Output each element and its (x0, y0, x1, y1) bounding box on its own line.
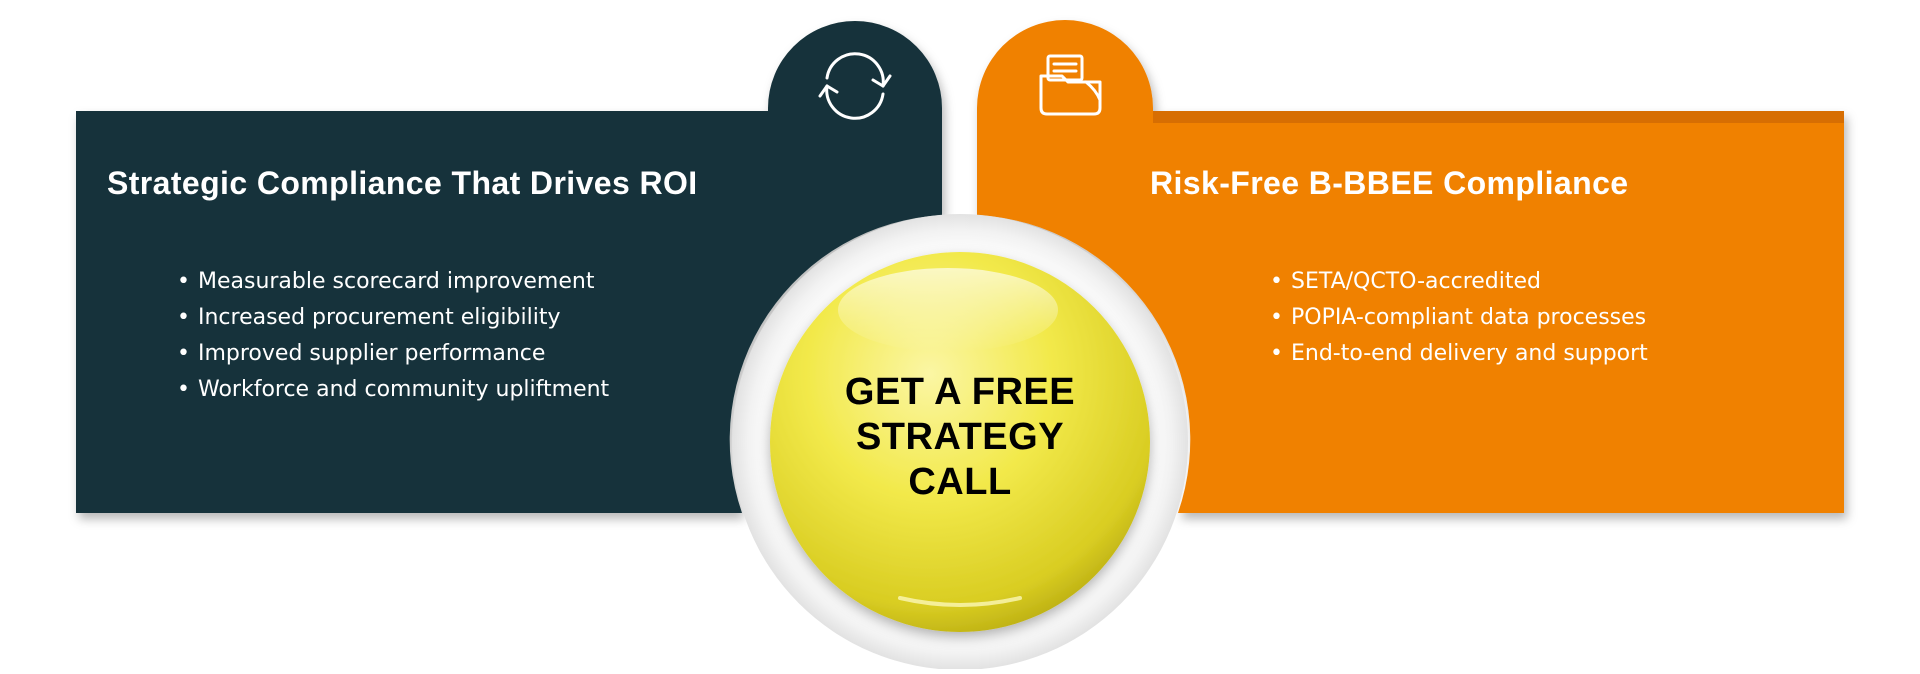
cta-gloss-highlight (838, 268, 1058, 352)
right-panel-top-strip (1153, 111, 1844, 123)
list-item: POPIA-compliant data processes (1270, 300, 1648, 336)
cta-line: STRATEGY (855, 416, 1065, 458)
strategy-call-button[interactable] (770, 252, 1150, 632)
list-item: Improved supplier performance (177, 336, 609, 372)
document-folder-icon (1039, 54, 1102, 116)
cta-bottom-rim-highlight (898, 596, 1022, 607)
right-panel-title: Risk-Free B-BBEE Compliance (1150, 165, 1629, 201)
cta-line: CALL (908, 461, 1012, 503)
list-item: Workforce and community upliftment (177, 372, 609, 408)
left-benefits-list: Measurable scorecard improvement Increas… (177, 264, 609, 408)
left-panel-title: Strategic Compliance That Drives ROI (107, 165, 698, 201)
strategy-call-button-label[interactable]: GET A FREE STRATEGY CALL (780, 370, 1140, 505)
refresh-icon (818, 52, 892, 120)
right-benefits-list: SETA/QCTO-accredited POPIA-compliant dat… (1270, 264, 1648, 372)
list-item: Increased procurement eligibility (177, 300, 609, 336)
cta-line: GET A FREE (844, 371, 1076, 413)
list-item: SETA/QCTO-accredited (1270, 264, 1648, 300)
list-item: End-to-end delivery and support (1270, 336, 1648, 372)
list-item: Measurable scorecard improvement (177, 264, 609, 300)
